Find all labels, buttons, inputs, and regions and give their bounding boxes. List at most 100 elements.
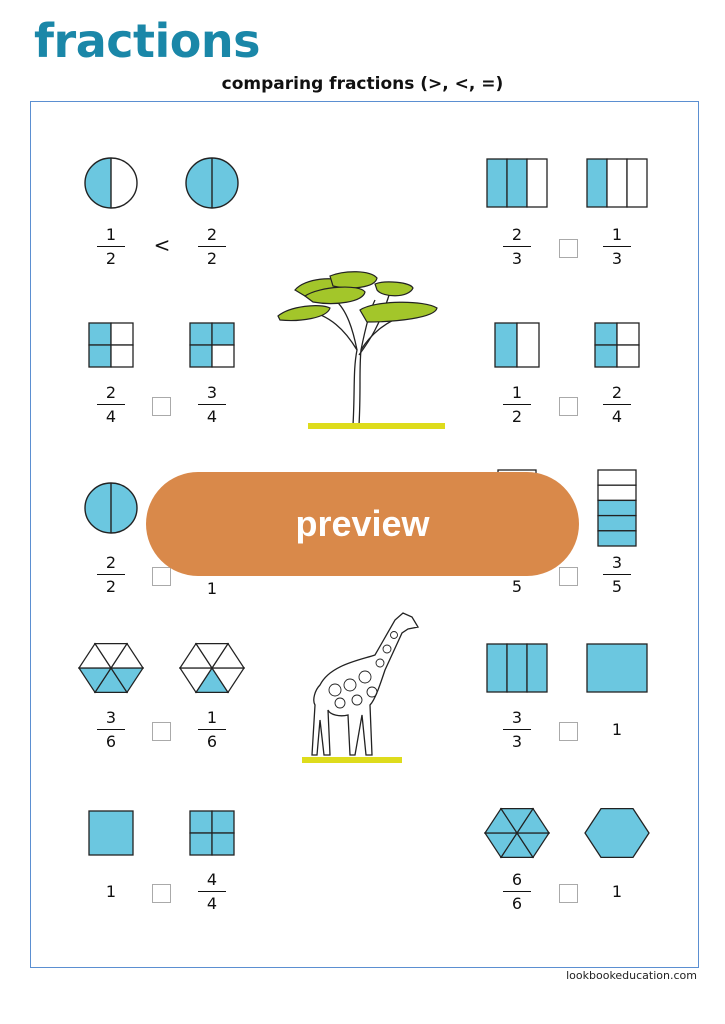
- denominator: 6: [511, 894, 523, 914]
- denominator: 2: [511, 407, 523, 427]
- comparison-symbol: <: [153, 233, 171, 257]
- bars3-fraction-model: [486, 158, 548, 208]
- fraction-bar: [503, 729, 531, 731]
- bars2-fraction-model: [494, 322, 540, 368]
- giraffe-illustration: [302, 612, 420, 763]
- grid4-fraction-model: [88, 322, 134, 368]
- whole-number: 1: [611, 720, 623, 739]
- numerator: 2: [105, 553, 117, 572]
- answer-box[interactable]: [559, 884, 578, 903]
- fraction-bar: [198, 404, 226, 406]
- worksheet-frame: [30, 101, 699, 968]
- squarefull-fraction-model: [88, 810, 134, 856]
- denominator: 5: [511, 577, 523, 597]
- denominator: 6: [206, 732, 218, 752]
- grid4-fraction-model: [189, 810, 235, 856]
- numerator: 4: [206, 870, 218, 889]
- denominator: 3: [511, 732, 523, 752]
- denominator: 3: [511, 249, 523, 269]
- stack5-fraction-model: [597, 469, 637, 547]
- denominator: 4: [206, 407, 218, 427]
- fraction-bar: [97, 574, 125, 576]
- circle2-fraction-model: [84, 482, 138, 534]
- numerator: 2: [511, 225, 523, 244]
- answer-box[interactable]: [559, 239, 578, 258]
- fraction-bar: [97, 246, 125, 248]
- fraction-bar: [198, 729, 226, 731]
- denominator: 2: [105, 577, 117, 597]
- numerator: 3: [105, 708, 117, 727]
- numerator: 3: [206, 383, 218, 402]
- answer-box[interactable]: [152, 567, 171, 586]
- grid4-fraction-model: [594, 322, 640, 368]
- hex6-fraction-model: [179, 642, 245, 694]
- circle2-fraction-model: [185, 157, 239, 209]
- footer-website: lookbookeducation.com: [566, 969, 697, 982]
- fraction-bar: [503, 891, 531, 893]
- rectfull-fraction-model: [586, 643, 648, 693]
- numerator: 3: [511, 708, 523, 727]
- circle2-fraction-model: [84, 157, 138, 209]
- grid4-fraction-model: [189, 322, 235, 368]
- worksheet-title: fractions: [34, 14, 261, 68]
- denominator: 4: [206, 894, 218, 914]
- hex6-fraction-model: [484, 807, 550, 859]
- denominator: 3: [611, 249, 623, 269]
- denominator: 2: [105, 249, 117, 269]
- hex6-fraction-model: [78, 642, 144, 694]
- worksheet-subtitle: comparing fractions (>, <, =): [221, 74, 504, 94]
- fraction-bar: [503, 246, 531, 248]
- bars3-fraction-model: [586, 158, 648, 208]
- bars3-fraction-model: [486, 643, 548, 693]
- answer-box[interactable]: [559, 722, 578, 741]
- denominator: 2: [206, 249, 218, 269]
- numerator: 2: [611, 383, 623, 402]
- acacia-tree-illustration: [277, 271, 445, 429]
- answer-box[interactable]: [152, 722, 171, 741]
- whole-number: 1: [611, 882, 623, 901]
- denominator: 6: [105, 732, 117, 752]
- numerator: 1: [511, 383, 523, 402]
- numerator: 6: [511, 870, 523, 889]
- fraction-bar: [603, 404, 631, 406]
- denominator: 4: [105, 407, 117, 427]
- fraction-bar: [97, 729, 125, 731]
- numerator: 3: [611, 553, 623, 572]
- numerator: 2: [105, 383, 117, 402]
- denominator: 5: [611, 577, 623, 597]
- fraction-bar: [198, 891, 226, 893]
- preview-watermark: preview: [146, 472, 579, 576]
- numerator: 1: [611, 225, 623, 244]
- answer-box[interactable]: [559, 397, 578, 416]
- answer-box[interactable]: [152, 884, 171, 903]
- numerator: 1: [105, 225, 117, 244]
- whole-number: 1: [105, 882, 117, 901]
- numerator: 1: [206, 708, 218, 727]
- denominator: 4: [611, 407, 623, 427]
- fraction-bar: [603, 246, 631, 248]
- whole-number: 1: [206, 579, 218, 598]
- hexfull-fraction-model: [584, 807, 650, 859]
- fraction-bar: [97, 404, 125, 406]
- fraction-bar: [503, 404, 531, 406]
- fraction-bar: [603, 574, 631, 576]
- answer-box[interactable]: [152, 397, 171, 416]
- answer-box[interactable]: [559, 567, 578, 586]
- fraction-bar: [198, 246, 226, 248]
- numerator: 2: [206, 225, 218, 244]
